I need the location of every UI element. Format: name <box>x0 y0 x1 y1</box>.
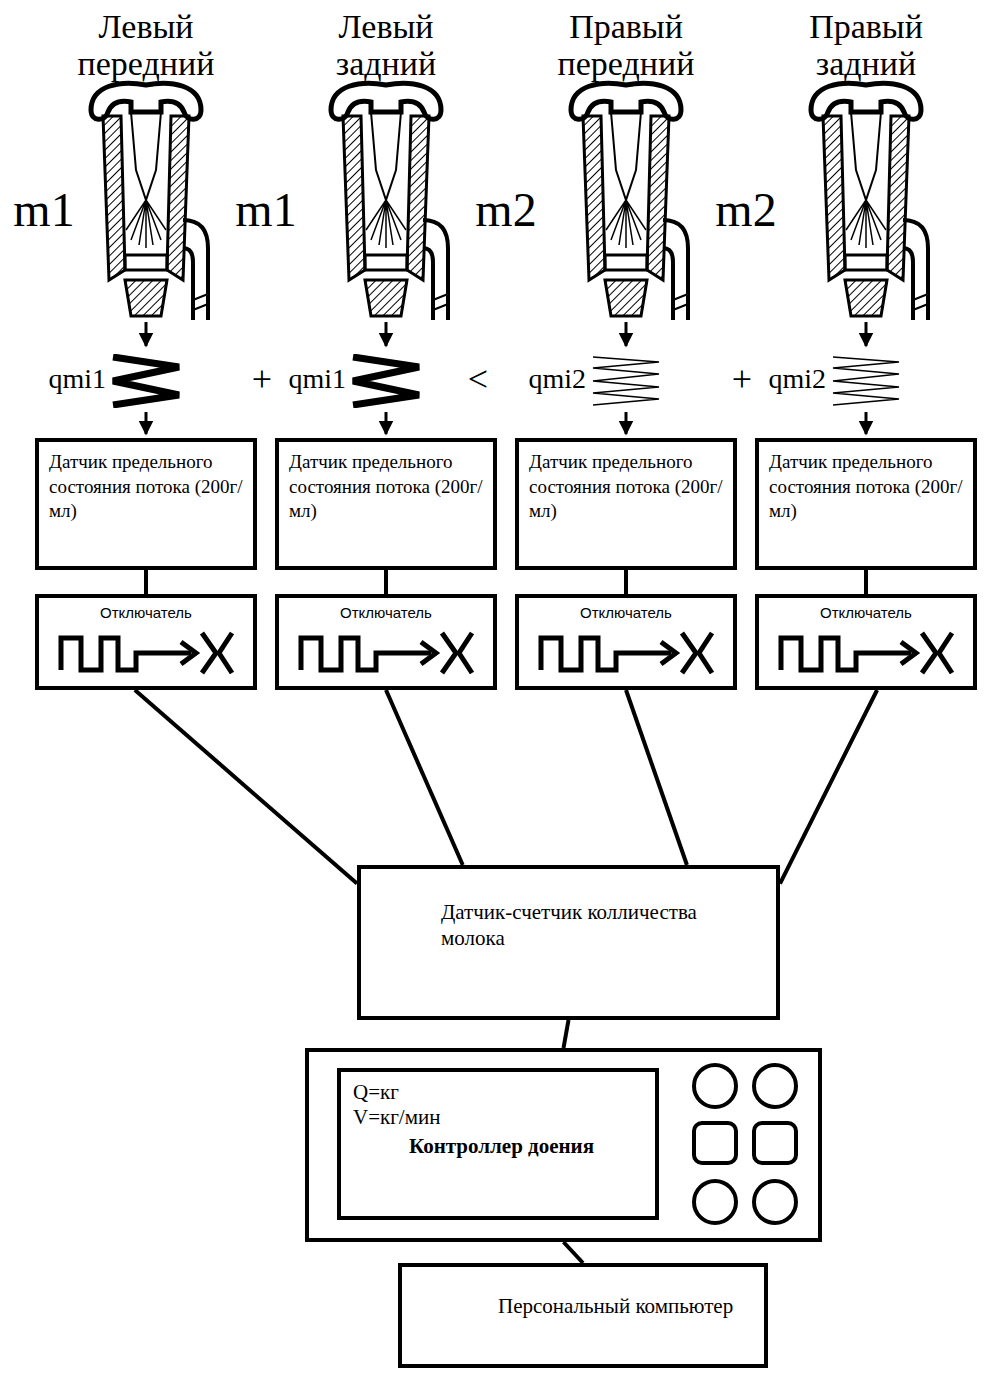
flow-label: qmi2 <box>768 364 826 395</box>
connector <box>624 570 628 594</box>
node-text: Q=кг <box>353 1080 643 1105</box>
mass-label: m1 <box>13 184 74 237</box>
teat-label: Правый задний <box>771 8 961 83</box>
display-screen: Q=кгV=кг/минКонтроллер доения <box>337 1068 659 1220</box>
node-text: Датчик-счетчик колличества молока <box>441 899 756 952</box>
counter-box: Датчик-счетчик колличества молока <box>357 865 780 1020</box>
sensor-box: Датчик предельного состояния потока (200… <box>755 438 977 570</box>
flow-zigzag <box>593 357 659 405</box>
node-text: Персональный компьютер <box>498 1293 744 1319</box>
teat-cup <box>331 83 448 320</box>
connector <box>386 690 463 865</box>
switch-symbol <box>781 633 952 673</box>
sensor-box: Датчик предельного состояния потока (200… <box>35 438 257 570</box>
switch-box: Отключатель <box>35 594 257 690</box>
node-text: Датчик предельного состояния потока (200… <box>289 450 483 524</box>
flow-label: qmi1 <box>288 364 346 395</box>
flow-zigzag <box>833 357 899 405</box>
teat-cup <box>571 83 688 320</box>
connector <box>626 690 687 865</box>
mass-label: m2 <box>475 184 536 237</box>
flow-zigzag <box>353 357 419 405</box>
operator: < <box>468 360 488 400</box>
node-text: Датчик предельного состояния потока (200… <box>49 450 243 524</box>
connector <box>864 570 868 594</box>
node-text: Отключатель <box>529 604 723 621</box>
mass-label: m2 <box>715 184 776 237</box>
sensor-box: Датчик предельного состояния потока (200… <box>275 438 497 570</box>
node-text: Отключатель <box>769 604 963 621</box>
switch-symbol <box>301 633 472 673</box>
switch-symbol <box>541 633 712 673</box>
node-text: Датчик предельного состояния потока (200… <box>529 450 723 524</box>
switch-box: Отключатель <box>515 594 737 690</box>
node-text: Отключатель <box>289 604 483 621</box>
connector <box>780 690 877 884</box>
flow-label: qmi1 <box>48 364 106 395</box>
switch-symbol <box>61 633 232 673</box>
node-text: V=кг/мин <box>353 1105 643 1130</box>
connector <box>135 690 357 884</box>
flow-zigzag <box>113 357 179 405</box>
switch-box: Отключатель <box>755 594 977 690</box>
connector <box>564 1242 584 1263</box>
connector <box>144 570 148 594</box>
mass-label: m1 <box>235 184 296 237</box>
teat-label: Правый передний <box>531 8 721 83</box>
connector <box>564 1020 569 1048</box>
computer-box: Персональный компьютер <box>398 1263 768 1368</box>
teat-cup <box>91 83 208 320</box>
operator: + <box>732 360 752 400</box>
flow-label: qmi2 <box>528 364 586 395</box>
teat-cup <box>811 83 928 320</box>
teat-label: Левый задний <box>291 8 481 83</box>
node-text: Отключатель <box>49 604 243 621</box>
sensor-box: Датчик предельного состояния потока (200… <box>515 438 737 570</box>
node-text: Датчик предельного состояния потока (200… <box>769 450 963 524</box>
operator: + <box>252 360 272 400</box>
flow-arrow <box>146 322 866 434</box>
teat-label: Левый передний <box>51 8 241 83</box>
connector <box>384 570 388 594</box>
switch-box: Отключатель <box>275 594 497 690</box>
node-text: Контроллер доения <box>353 1134 643 1159</box>
control-buttons <box>694 1065 796 1223</box>
controller-box: Q=кгV=кг/минКонтроллер доения <box>305 1048 822 1242</box>
